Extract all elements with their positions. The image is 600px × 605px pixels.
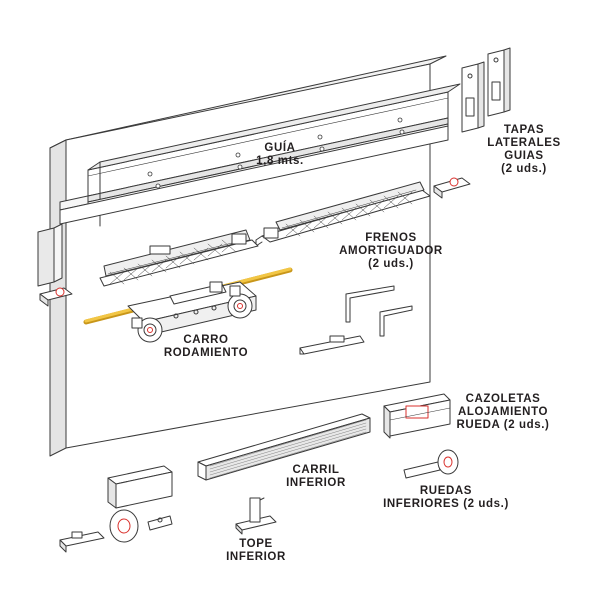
label-cazoletas: CAZOLETAS ALOJAMIENTO RUEDA (2 uds.) bbox=[440, 393, 566, 432]
housing-block bbox=[107, 465, 173, 509]
label-ruedas-line1: RUEDAS bbox=[419, 485, 473, 497]
label-tope-line1: TOPE bbox=[239, 538, 273, 550]
label-ruedas: RUEDAS INFERIORES (2 uds.) bbox=[382, 485, 510, 511]
label-carril-line2: INFERIOR bbox=[286, 477, 346, 489]
lower-wheels bbox=[109, 449, 459, 543]
small-bracket bbox=[59, 531, 105, 553]
label-guia: GUÍA 1,8 mts. bbox=[238, 142, 322, 168]
lower-rail bbox=[197, 413, 371, 481]
label-carro-line2: RODAMIENTO bbox=[163, 347, 249, 359]
label-carro: CARRO RODAMIENTO bbox=[154, 334, 258, 360]
label-frenos-line2: AMORTIGUADOR bbox=[339, 245, 443, 257]
label-guia-title: GUÍA bbox=[264, 142, 296, 154]
allen-keys bbox=[345, 285, 413, 337]
label-cazoletas-line1: CAZOLETAS bbox=[465, 393, 541, 405]
mounting-plate bbox=[299, 335, 365, 355]
label-tapas-line3: GUIAS bbox=[504, 150, 544, 162]
label-tope-line2: INFERIOR bbox=[226, 551, 286, 563]
guide-rail bbox=[59, 83, 461, 227]
label-tapas-qty: (2 uds.) bbox=[501, 163, 547, 175]
label-ruedas-line2: INFERIORES (2 uds.) bbox=[383, 498, 509, 510]
label-carril: CARRIL INFERIOR bbox=[276, 464, 356, 490]
door-edge-block bbox=[37, 223, 63, 287]
label-frenos-qty: (2 uds.) bbox=[368, 258, 414, 270]
label-guia-length: 1,8 mts. bbox=[256, 155, 304, 167]
label-cazoletas-line2: ALOJAMIENTO bbox=[457, 406, 549, 418]
damper-brakes bbox=[99, 181, 431, 287]
label-carril-line1: CARRIL bbox=[292, 464, 340, 476]
label-frenos-line1: FRENOS bbox=[365, 232, 417, 244]
bottom-stop bbox=[235, 497, 277, 535]
label-carro-line1: CARRO bbox=[183, 334, 229, 346]
roller-carriage bbox=[83, 267, 293, 343]
label-tapas: TAPAS LATERALES GUIAS (2 uds.) bbox=[478, 124, 570, 176]
side-caps bbox=[461, 47, 511, 133]
label-tapas-line2: LATERALES bbox=[487, 137, 561, 149]
end-stop-brackets bbox=[39, 177, 471, 307]
label-cazoletas-line3: RUEDA (2 uds.) bbox=[456, 419, 550, 431]
label-tope: TOPE INFERIOR bbox=[216, 538, 296, 564]
label-frenos: FRENOS AMORTIGUADOR (2 uds.) bbox=[326, 232, 456, 271]
wheel-housings bbox=[383, 393, 451, 439]
label-tapas-line1: TAPAS bbox=[503, 124, 545, 136]
